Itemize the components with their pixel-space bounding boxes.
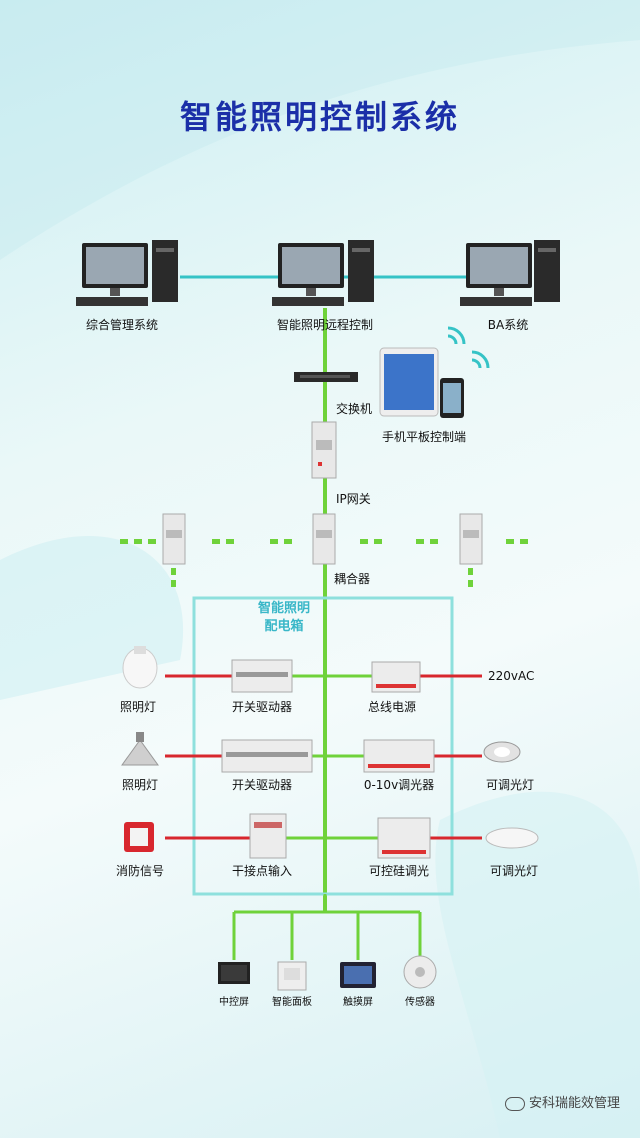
node-label-management: 综合管理系统 [85,318,159,332]
computer-icon-3 [460,240,560,306]
tablet-icon [379,347,439,417]
row3-right-label: 可调光灯 [489,864,539,878]
coupler-left-icon [162,513,186,565]
row3-left-label: 消防信号 [115,864,165,878]
cabinet-title-line-2: 配电箱 [264,619,304,634]
panel-light-icon [485,827,539,849]
wifi-icon [447,326,490,369]
row3-midright-label: 可控硅调光 [368,864,430,878]
switch-label: 交换机 [336,402,373,416]
touch-screen-icon [340,962,376,988]
distribution-cabinet [192,596,454,896]
cabinet-title-line-1: 智能照明 [257,601,310,616]
bottom-label-sensor: 传感器 [405,997,435,1008]
cabinet-title: 智能照明 配电箱 [239,600,329,636]
coupler-label: 耦合器 [334,572,371,586]
smart-panel-icon [277,961,307,991]
fire-alarm-icon [124,822,154,852]
computer-icon-2 [272,240,374,306]
bus-branches [286,674,378,840]
watermark: 安科瑞能效管理 [504,1092,620,1111]
row1-midright-label: 总线电源 [367,700,417,714]
power-lines [165,674,482,840]
central-screen-icon [218,962,250,984]
gateway-label: IP网关 [336,492,371,506]
mobile-label: 手机平板控制端 [382,430,467,444]
bus-power-icon [371,661,421,693]
switch-actuator-icon-2 [221,739,313,773]
dry-contact-input-icon [249,813,287,859]
dimmer-0-10v-icon [363,739,435,773]
bottom-label-smart-panel: 智能面板 [272,997,312,1008]
row3-midleft-label: 干接点输入 [231,864,293,878]
bulb-icon [122,646,158,689]
bottom-bus [232,894,422,960]
row2-midleft-label: 开关驱动器 [231,778,293,792]
row1-left-label: 照明灯 [119,700,157,714]
downlight-icon [483,741,521,763]
bus-dotted-line [120,539,528,587]
ip-gateway-icon [311,421,337,479]
coupler-right-icon [459,513,483,565]
page-title: 智能照明控制系统 [179,98,460,136]
row1-right-label: 220vAC [488,669,535,683]
computer-icon-1 [76,240,178,306]
bottom-label-touch-screen: 触摸屏 [343,997,373,1008]
phone-icon [440,378,464,418]
watermark-text: 安科瑞能效管理 [528,1096,620,1111]
row2-left-label: 照明灯 [121,778,159,792]
bottom-label-central-screen: 中控屏 [219,997,249,1008]
switch-actuator-icon-1 [231,659,293,693]
switch-icon [294,372,358,382]
row2-midright-label: 0-10v调光器 [363,778,435,792]
sensor-icon [403,955,437,989]
high-bay-lamp-icon [121,732,159,766]
row2-right-label: 可调光灯 [485,778,535,792]
node-label-ba-system: BA系统 [487,318,529,332]
node-label-remote-control: 智能照明远程控制 [276,318,374,332]
triac-dimmer-icon [377,817,431,859]
wechat-icon [504,1096,525,1111]
coupler-center-icon [312,513,336,565]
row1-midleft-label: 开关驱动器 [231,700,293,714]
